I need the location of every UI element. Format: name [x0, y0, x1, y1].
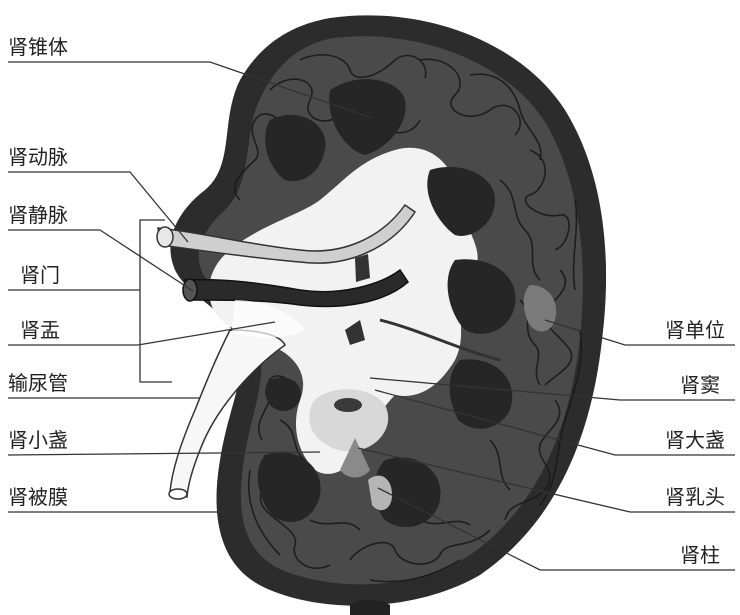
label-minor-calyx: 肾小盏 — [8, 428, 68, 452]
label-renal-capsule: 肾被膜 — [8, 485, 68, 509]
label-renal-column: 肾柱 — [680, 543, 720, 567]
bottom-mark — [350, 600, 390, 615]
artery-end — [157, 227, 173, 247]
label-renal-pelvis: 肾盂 — [20, 318, 60, 342]
label-renal-papilla: 肾乳头 — [665, 485, 725, 509]
vein-end — [183, 279, 197, 301]
label-renal-hilum: 肾门 — [20, 263, 60, 287]
label-renal-sinus: 肾窦 — [680, 373, 720, 397]
label-ureter: 输尿管 — [8, 371, 68, 395]
label-renal-pyramid: 肾锥体 — [8, 35, 68, 59]
ureter-end — [169, 489, 187, 499]
label-renal-vein: 肾静脉 — [8, 203, 68, 227]
label-renal-lobe: 肾单位 — [665, 318, 725, 342]
sinus-vessel — [355, 254, 370, 282]
calyx-opening — [334, 398, 362, 412]
label-major-calyx: 肾大盏 — [665, 428, 725, 452]
label-renal-artery: 肾动脉 — [8, 145, 68, 169]
